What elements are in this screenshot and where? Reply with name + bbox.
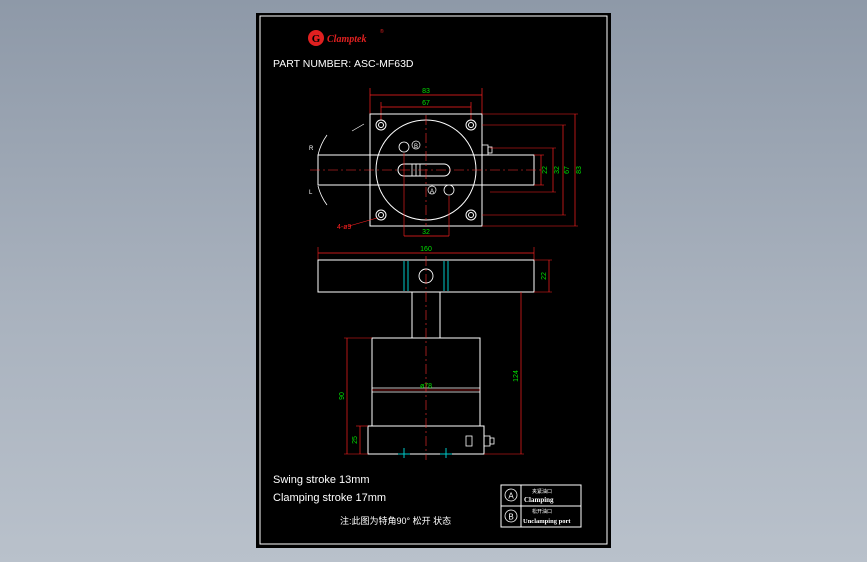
clamping-stroke-note: Clamping stroke 17mm xyxy=(273,492,386,504)
port-a-hole xyxy=(443,184,455,196)
fitting xyxy=(487,146,493,154)
leader-line xyxy=(351,123,365,132)
side-fitting xyxy=(465,435,473,447)
mount-hole-inner xyxy=(468,212,474,218)
leader-line xyxy=(348,217,378,227)
rotation-left-label: L xyxy=(309,190,313,196)
logo-mark: G xyxy=(312,33,321,45)
dim-bolt-spacing: 32 xyxy=(422,229,430,236)
side-fitting xyxy=(489,437,495,445)
rotation-right-label: R xyxy=(309,146,314,152)
mount-hole xyxy=(375,119,387,131)
sheet-border xyxy=(259,15,608,545)
logo-registered: ® xyxy=(380,28,384,35)
mount-hole-inner xyxy=(378,122,384,128)
dim-body-height: 90 xyxy=(339,392,346,400)
port-b-label: B xyxy=(414,144,418,150)
legend-b-symbol: B xyxy=(508,513,513,522)
port-b-symbol-icon xyxy=(411,140,421,150)
fitting xyxy=(481,144,489,156)
dim-width-inner: 67 xyxy=(422,100,430,107)
swing-stroke-note: Swing stroke 13mm xyxy=(273,474,370,486)
mount-hole xyxy=(465,119,477,131)
legend-a-en: Clamping xyxy=(524,496,554,504)
logo-mark-icon xyxy=(308,30,324,46)
dim-height-67: 67 xyxy=(564,166,571,174)
dim-total-height: 124 xyxy=(513,370,520,382)
legend-b-en: Unclamping port xyxy=(523,518,571,525)
mount-hole-inner xyxy=(378,212,384,218)
legend-a-symbol: A xyxy=(508,492,514,501)
mount-hole-inner xyxy=(468,122,474,128)
logo-name: Clamptek xyxy=(327,34,366,45)
dim-arm-length: 160 xyxy=(420,246,432,253)
side-fitting xyxy=(483,435,491,447)
drawing-sheet xyxy=(256,13,611,548)
dim-height-32: 32 xyxy=(554,166,561,174)
dim-height-83: 83 xyxy=(576,166,583,174)
mount-hole xyxy=(375,209,387,221)
legend-a-cn: 夹紧油口 xyxy=(532,488,552,495)
legend-b-cn: 松开油口 xyxy=(532,508,552,515)
top-view: 83 67 xyxy=(309,88,583,237)
mount-hole xyxy=(465,209,477,221)
part-number-value: ASC-MF63D xyxy=(354,58,414,70)
part-number-label: PART NUMBER: xyxy=(273,58,351,70)
dim-height-22: 22 xyxy=(542,166,549,174)
status-note-cn: 注:此图为特角90° 松开 状态 xyxy=(340,515,451,526)
dim-base-height: 25 xyxy=(352,436,359,444)
hole-note: 4-ø9 xyxy=(337,224,352,231)
port-a-label: A xyxy=(430,189,434,195)
logo: G Clamptek ® xyxy=(308,28,384,46)
dim-width-outer: 83 xyxy=(422,88,430,95)
port-b-hole xyxy=(398,141,410,153)
port-legend: A 夹紧油口 Clamping B 松开油口 Unclamping port xyxy=(500,484,582,528)
legend-b-icon xyxy=(504,509,518,523)
rotation-arc-left xyxy=(317,185,328,206)
port-a-symbol-icon xyxy=(427,185,437,195)
legend-a-icon xyxy=(504,488,518,502)
side-view: 160 22 ø78 xyxy=(317,246,552,460)
rotation-arc-right xyxy=(317,134,328,156)
dim-arm-height: 22 xyxy=(541,272,548,280)
